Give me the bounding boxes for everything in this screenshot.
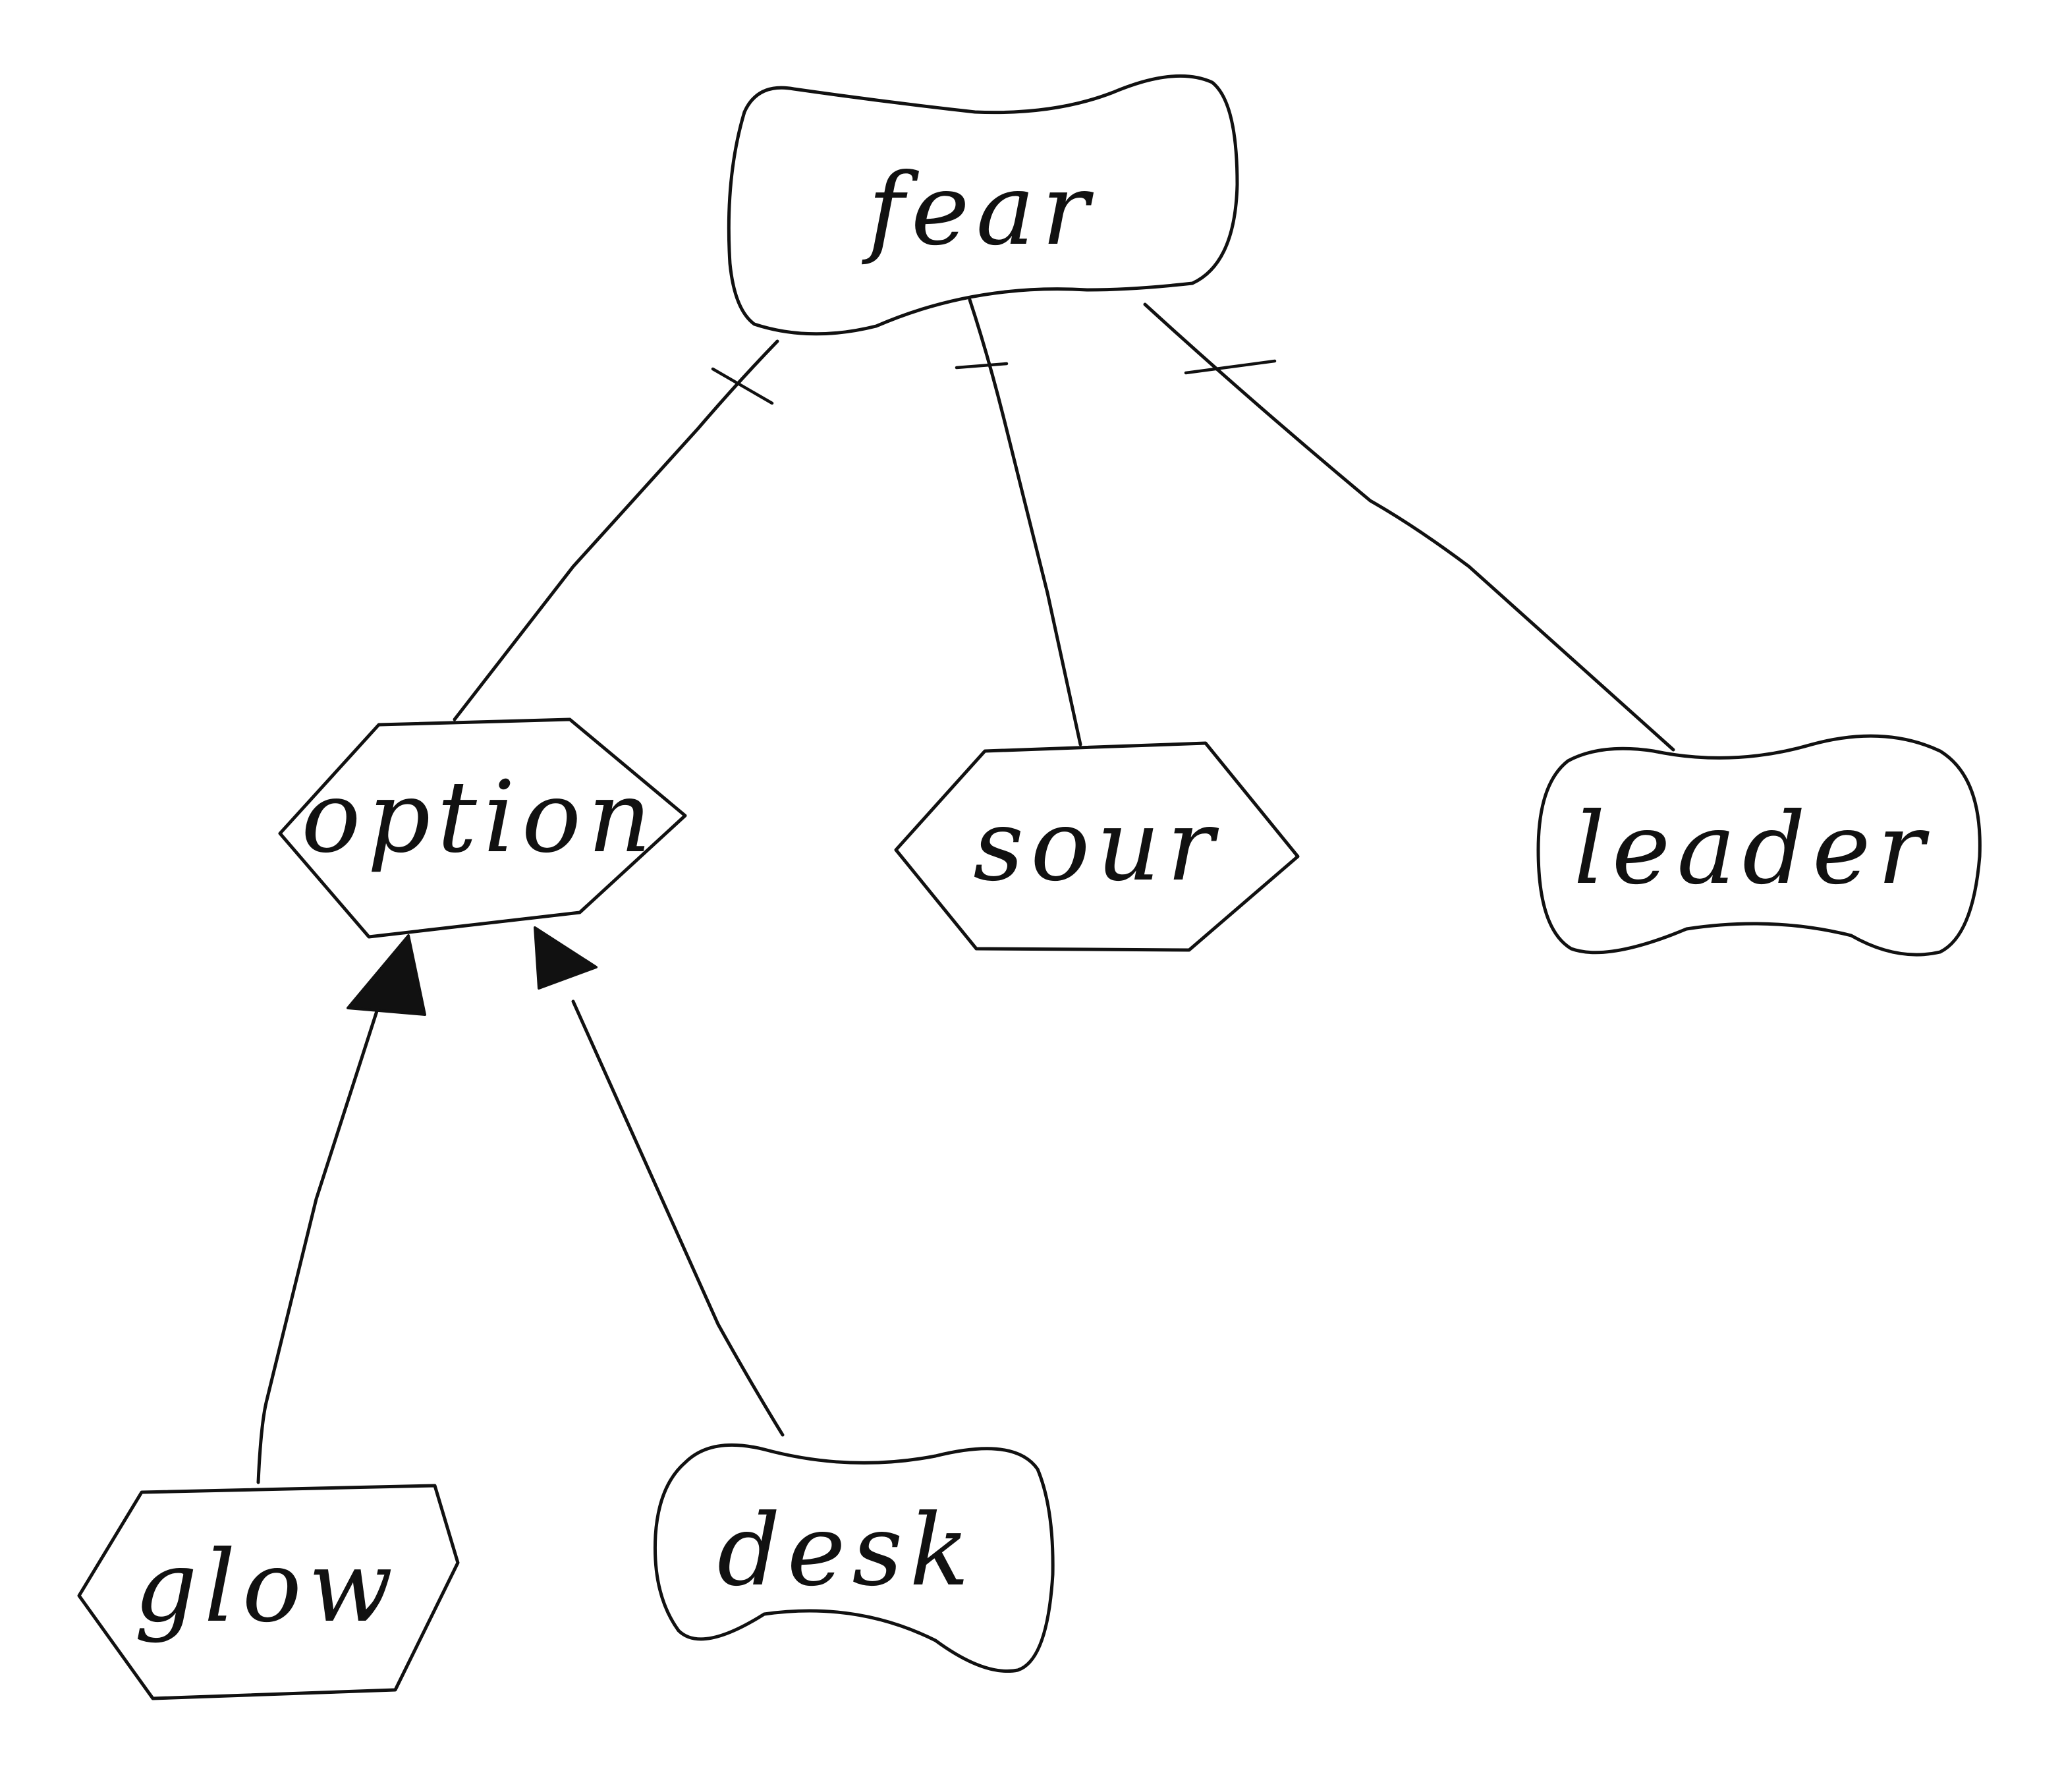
node-fear-label: fear	[861, 153, 1095, 267]
node-fear-shape	[727, 74, 1239, 336]
node-leader[interactable]: leader	[1536, 734, 1982, 957]
edge-fear-leader[interactable]	[1143, 302, 1675, 752]
edge-fear-option[interactable]	[453, 339, 779, 721]
node-sour-label: sour	[973, 789, 1221, 903]
edge-fear-leader-tick	[1184, 359, 1277, 375]
node-desk[interactable]: desk	[653, 1443, 1055, 1673]
node-option-shape	[278, 717, 687, 939]
node-sour-shape	[894, 741, 1300, 952]
edge-glow-option[interactable]	[256, 993, 384, 1484]
edge-desk-option[interactable]	[571, 999, 785, 1437]
node-sour[interactable]: sour	[894, 741, 1300, 952]
nodes: fear option sour leader glow desk	[77, 74, 1982, 1700]
edge-fear-sour[interactable]	[968, 298, 1082, 746]
node-leader-label: leader	[1574, 792, 1932, 907]
edge-desk-option-arrowhead	[534, 926, 598, 990]
node-glow-shape	[77, 1484, 460, 1700]
edges	[256, 298, 1675, 1484]
node-option-label: option	[301, 760, 658, 875]
node-glow[interactable]: glow	[77, 1484, 460, 1700]
edge-fear-sour-tick	[955, 362, 1009, 370]
node-leader-shape	[1536, 734, 1982, 957]
node-fear[interactable]: fear	[727, 74, 1239, 336]
node-desk-label: desk	[717, 1494, 976, 1608]
edge-glow-option-arrowhead	[347, 934, 426, 1016]
node-option[interactable]: option	[278, 717, 687, 939]
edge-fear-option-tick	[711, 367, 774, 405]
node-desk-shape	[653, 1443, 1055, 1673]
node-glow-label: glow	[134, 1530, 400, 1644]
